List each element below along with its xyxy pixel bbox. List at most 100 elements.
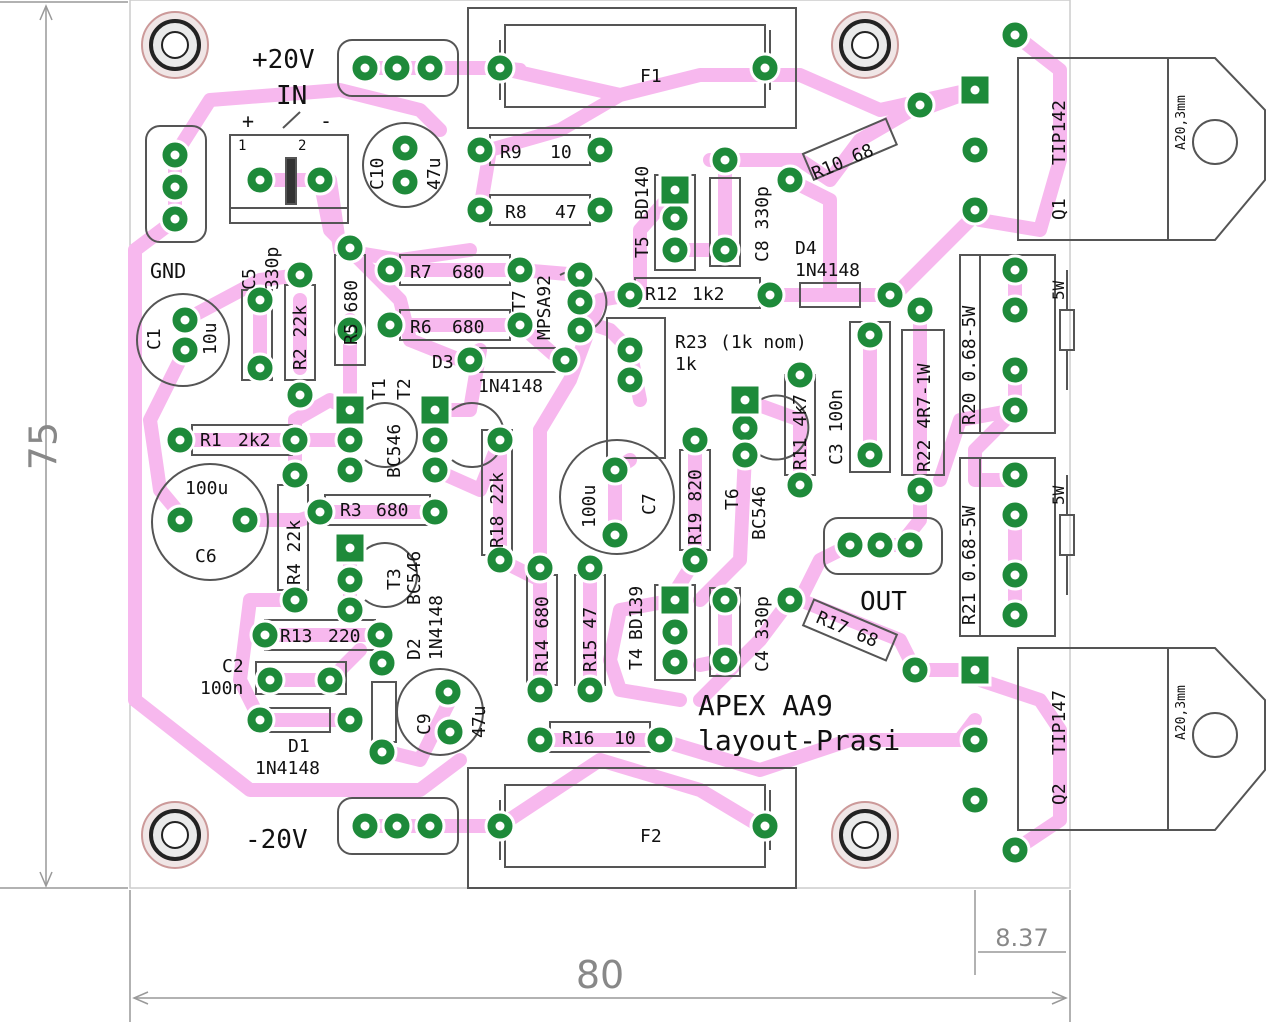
label-c6: C6 [195,546,217,567]
pad-hole [495,435,505,445]
pad-hole [720,655,730,665]
label-c3: C3 100n [826,389,847,465]
pad-hole [720,595,730,605]
pad-hole [970,665,980,675]
pad-hole [690,555,700,565]
mounting-hole-bl [141,801,209,869]
pad-hole [1010,510,1020,520]
pad-hole [740,450,750,460]
label-d4-value: 1N4148 [795,260,860,281]
label-r23-value: (1k nom) [720,332,807,353]
pad-hole [443,687,453,697]
pad-hole [760,63,770,73]
label-d3: D3 [432,352,454,373]
label-c1-value: 10u [200,322,221,355]
pad-hole [740,423,750,433]
pad-hole [495,821,505,831]
label-gnd: GND [150,259,186,283]
label-t2: T2 [394,378,415,400]
pad-hole [865,450,875,460]
label-d2: D2 [404,638,425,660]
pad-hole [670,595,680,605]
pad-hole [475,205,485,215]
label-t4: T4 [626,648,647,670]
pad-hole [345,605,355,615]
pad-hole [560,355,570,365]
pad-hole [1010,470,1020,480]
pad-hole [625,345,635,355]
label-t12-value: BC546 [384,424,405,478]
label-r1-value: 2k2 [238,430,271,451]
pad-hole [475,145,485,155]
label-plus20v: +20V [252,45,315,75]
label-d3-value: 1N4148 [478,376,543,397]
pad-hole [845,540,855,550]
pad-hole [515,265,525,275]
pad-hole [915,100,925,110]
label-title1: APEX AA9 [698,689,833,722]
label-pin1: 1 [238,138,246,154]
label-c8: C8 330p [752,186,773,262]
label-c5-value: 330p [262,247,283,290]
label-r7: R7 [410,262,432,283]
pad-hole [670,185,680,195]
pad-hole [240,515,250,525]
mounting-hole-br [831,801,899,869]
label-q2: Q2 [1049,783,1070,805]
label-c1: C1 [144,328,165,350]
pad-hole [392,821,402,831]
pad-hole [910,665,920,675]
label-q2-value: TIP147 [1049,690,1070,755]
pad-hole [290,595,300,605]
pad-hole [865,330,875,340]
pad-hole [595,205,605,215]
label-t4-value: BD139 [626,586,647,640]
label-q1-heatsink: A20,3mm [1174,95,1189,150]
label-r6: R6 [410,317,432,338]
pad-hole [345,325,355,335]
dimensions [0,1,1071,1022]
label-c7: C7 [639,493,660,515]
pad-hole [315,175,325,185]
label-c7-value: 100u [579,485,600,528]
label-c5: C5 [239,268,260,290]
pad-hole [670,245,680,255]
pad-hole [495,555,505,565]
label-r20: R20 0.68-5W [959,306,980,425]
pad-hole [345,715,355,725]
label-r14: R14 680 [532,596,553,672]
pad-hole [430,435,440,445]
label-r20-5w: 5W [1049,280,1068,300]
label-t7-value: MPSA92 [534,275,555,340]
label-r9: R9 [500,142,522,163]
pad-hole [345,435,355,445]
label-r16-value: 10 [614,728,636,749]
pad-hole [535,735,545,745]
label-out: OUT [860,587,907,617]
label-r15: R15 47 [580,607,601,672]
pad-hole [970,145,980,155]
pad-hole [430,405,440,415]
label-r13-value: 220 [328,626,361,647]
pad-hole [1010,265,1020,275]
pad-hole [795,370,805,380]
label-title2: layout-Prasi [698,724,900,757]
pad-hole [690,435,700,445]
pad-hole [905,540,915,550]
pad-hole [377,747,387,757]
label-r18: R18 22k [487,472,508,548]
pad-hole [585,563,595,573]
pad-hole [465,355,475,365]
label-c2: C2 [222,656,244,677]
label-t7: T7 [509,290,530,312]
pad-hole [625,375,635,385]
pad-hole [170,214,180,224]
label-t6-value: BC546 [749,486,770,540]
pad-hole [610,465,620,475]
pad-hole [255,715,265,725]
pad-hole [175,515,185,525]
label-c10-value: 47u [424,157,445,190]
label-r12-value: 1k2 [692,284,725,305]
label-c10: C10 [367,157,388,190]
